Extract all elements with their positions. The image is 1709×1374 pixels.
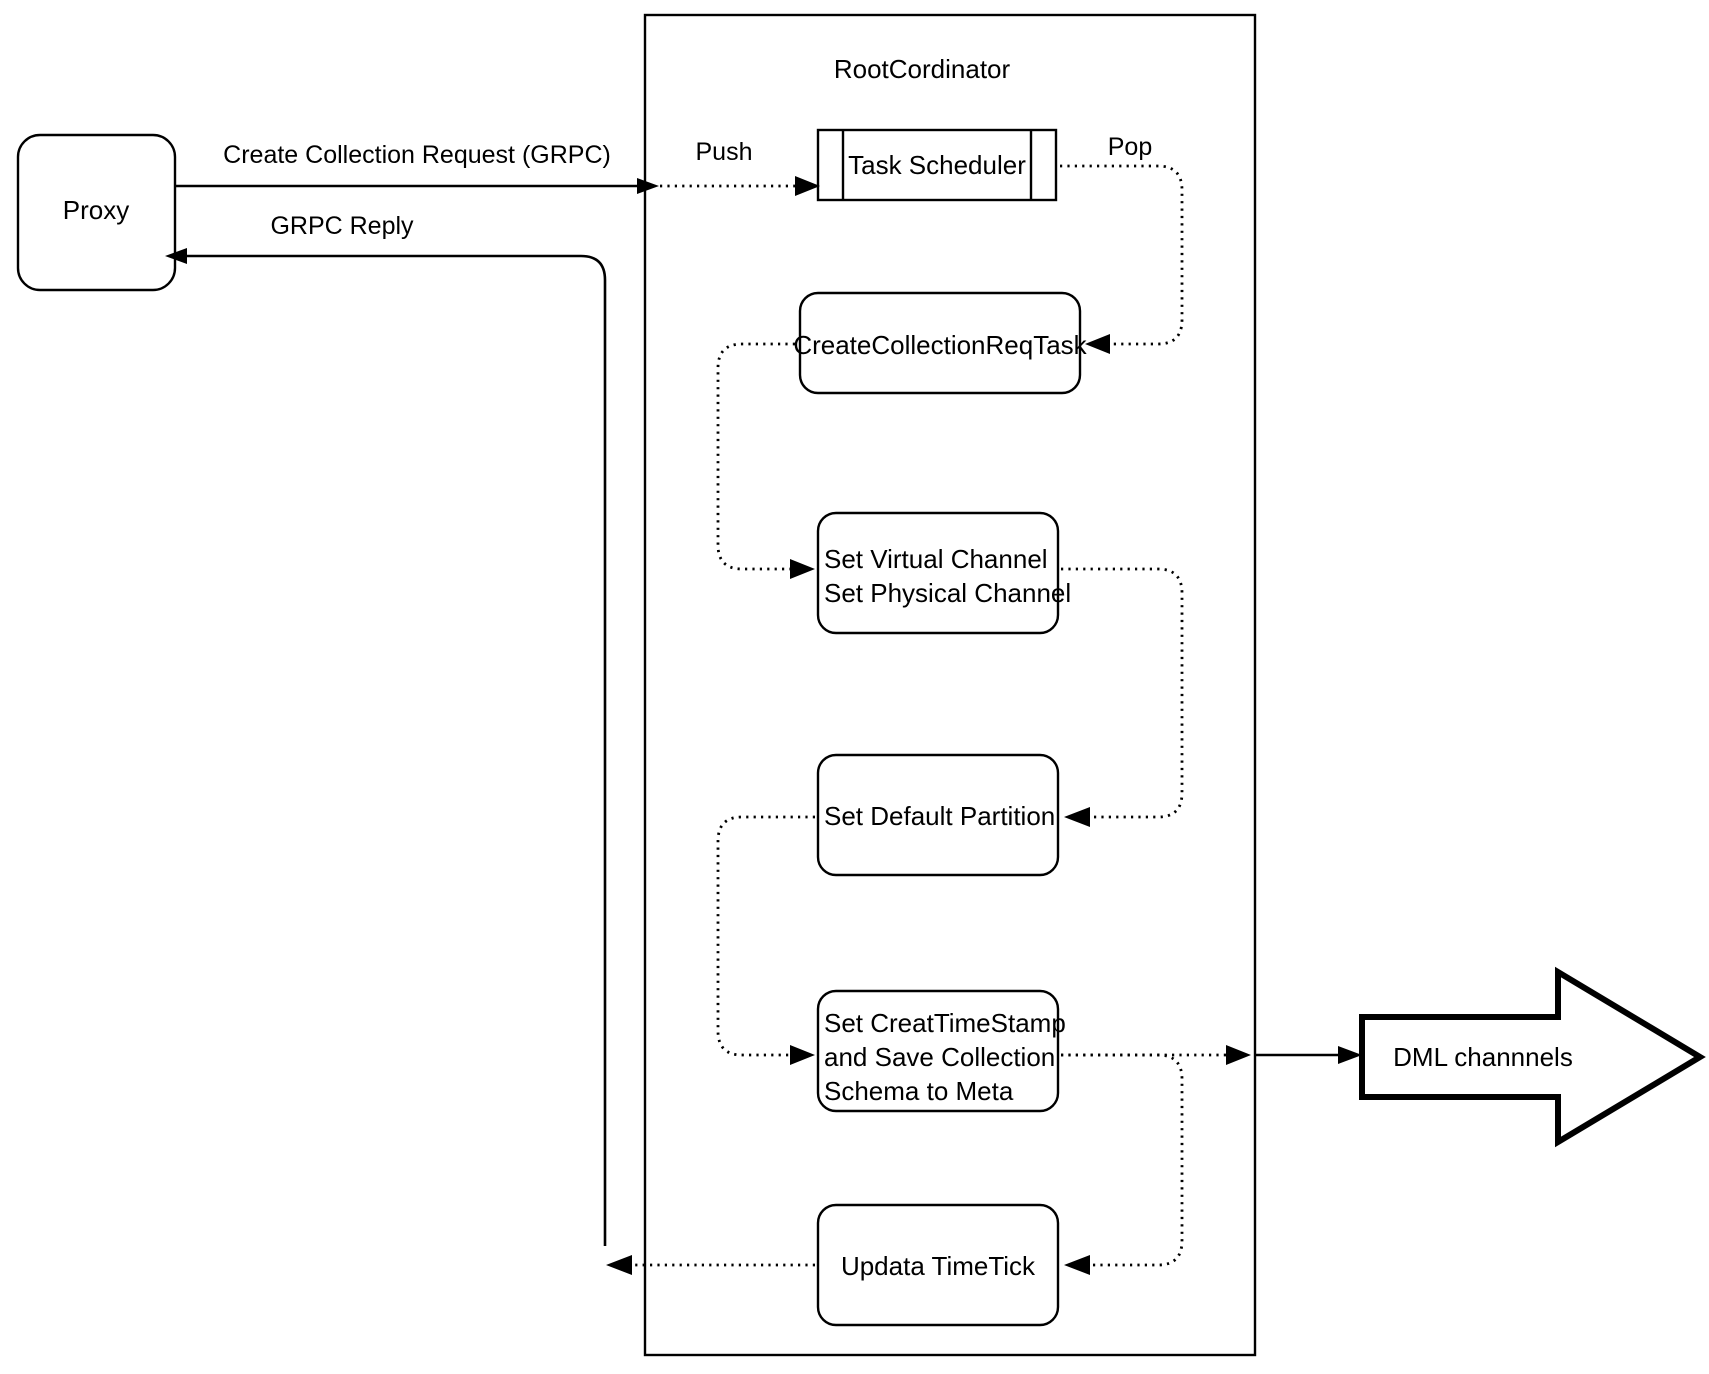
rootcoordinator-title: RootCordinator [834, 54, 1011, 84]
edge-set-channels-to-default-partition [1061, 567, 1184, 819]
edge-pop-arrowhead [1085, 334, 1110, 354]
task-scheduler-label: Task Scheduler [848, 150, 1026, 180]
edge-create-collection-request-arrowhead [637, 178, 659, 194]
create-collection-req-task-label: CreateCollectionReqTask [793, 330, 1087, 360]
set-creat-timestamp-line1: Set CreatTimeStamp [824, 1008, 1066, 1038]
edge-grpc-reply [187, 254, 607, 1246]
set-channels-line1: Set Virtual Channel [824, 544, 1048, 574]
rootcoordinator-container [643, 13, 1257, 1357]
set-default-partition-label: Set Default Partition [824, 801, 1055, 831]
set-channels-node[interactable] [816, 511, 1060, 635]
edge-label-push: Push [696, 138, 753, 166]
edge-task-to-set-channels-arrowhead [790, 559, 815, 579]
updata-timetick-node[interactable] [816, 1203, 1060, 1327]
set-channels-line2: Set Physical Channel [824, 578, 1071, 608]
updata-timetick-label: Updata TimeTick [841, 1251, 1036, 1281]
set-default-partition-node[interactable] [816, 753, 1060, 877]
edge-creat-timestamp-to-updata-timetick [1061, 1053, 1184, 1267]
edge-push-arrowhead [795, 176, 820, 196]
dml-channels-arrow[interactable] [1359, 966, 1706, 1148]
edge-default-partition-to-creat-timestamp [716, 815, 815, 1057]
set-creat-timestamp-node[interactable] [816, 989, 1060, 1113]
set-creat-timestamp-line3: Schema to Meta [824, 1076, 1014, 1106]
edge-label-create-collection-request: Create Collection Request (GRPC) [223, 141, 611, 169]
set-creat-timestamp-line2: and Save Collection [824, 1042, 1055, 1072]
edge-pop [1060, 164, 1184, 346]
task-scheduler-node[interactable] [816, 128, 1058, 202]
edge-creat-timestamp-to-dml-arrowhead [1226, 1045, 1251, 1065]
edge-grpc-reply-arrowhead [165, 248, 187, 264]
dml-channels-label: DML channnels [1393, 1042, 1573, 1072]
edge-default-partition-to-creat-timestamp-arrowhead [790, 1045, 815, 1065]
edge-updata-timetick-to-reply-arrowhead [606, 1255, 632, 1275]
proxy-node[interactable] [16, 133, 177, 292]
edge-label-pop: Pop [1108, 133, 1152, 161]
edge-container-to-dml-arrowhead [1338, 1046, 1362, 1064]
edge-set-channels-to-default-partition-arrowhead [1064, 807, 1090, 827]
proxy-node-label: Proxy [63, 195, 129, 225]
edge-task-to-set-channels [716, 342, 795, 571]
edge-creat-timestamp-to-updata-timetick-arrowhead [1064, 1255, 1090, 1275]
create-collection-req-task-node[interactable] [798, 291, 1082, 395]
edge-label-grpc-reply: GRPC Reply [270, 212, 414, 240]
